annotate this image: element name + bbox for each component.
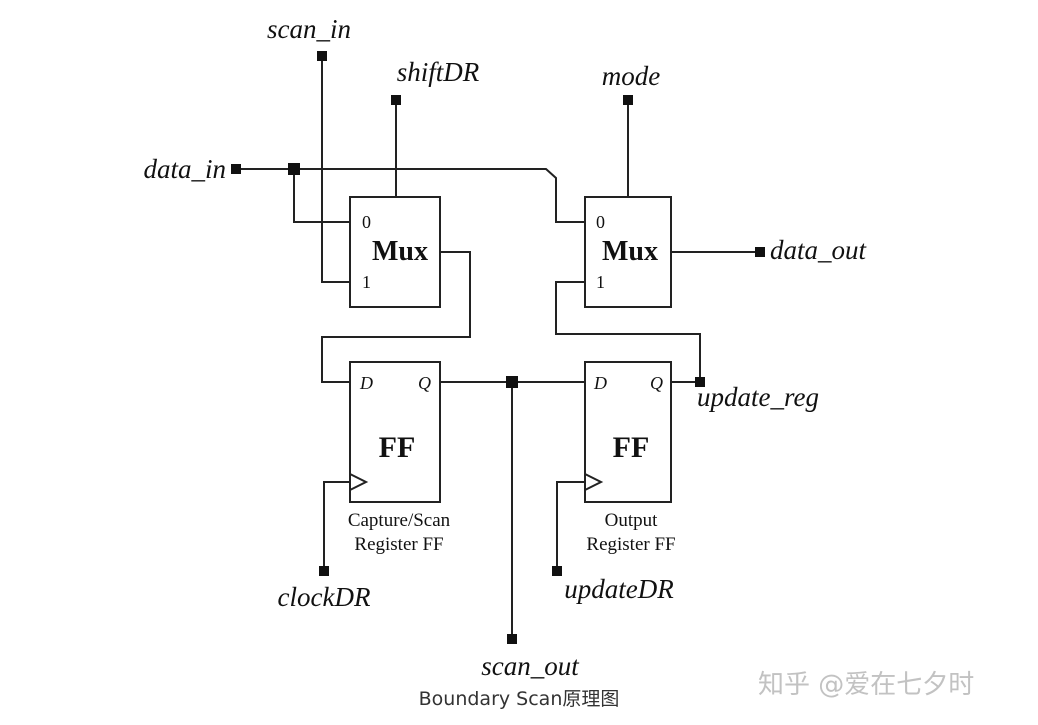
ff-output: D Q FF Output Register FF	[584, 361, 676, 555]
pin-shiftdr	[391, 95, 401, 105]
ff-capture: D Q FF Capture/Scan Register FF	[348, 361, 451, 555]
mux-left-input-0-label: 0	[362, 212, 371, 232]
pin-scan-in	[317, 51, 327, 61]
mux-right-input-0-label: 0	[596, 212, 605, 232]
wire-update-reg-feedback	[555, 281, 701, 382]
mux-left-input-1-label: 1	[362, 272, 371, 292]
label-data-in: data_in	[143, 154, 226, 184]
pin-data-in	[231, 164, 241, 174]
ff-output-label-line2: Register FF	[586, 534, 675, 555]
pin-update-reg	[695, 377, 705, 387]
ff-output-d-label: D	[593, 373, 607, 393]
label-mode: mode	[602, 61, 660, 91]
label-update-reg: update_reg	[697, 382, 819, 412]
mux-right-box	[584, 196, 672, 308]
watermark: 知乎 @爱在七夕时	[758, 670, 975, 700]
ff-capture-label-line2: Register FF	[354, 534, 443, 555]
pin-updatedr	[552, 566, 562, 576]
ff-output-title: FF	[613, 431, 650, 464]
wire-scan-in	[321, 56, 350, 283]
label-data-out: data_out	[770, 235, 868, 265]
mux-right-input-1-label: 1	[596, 272, 605, 292]
ff-capture-clock-icon	[349, 473, 369, 491]
wire-clockdr	[323, 481, 350, 570]
ff-output-q-label: Q	[650, 373, 663, 393]
label-clockdr: clockDR	[278, 582, 371, 612]
pin-scan-out	[507, 634, 517, 644]
label-updatedr: updateDR	[564, 574, 674, 604]
ff-output-box	[584, 361, 672, 503]
ff-capture-d-label: D	[359, 373, 373, 393]
pin-mode	[623, 95, 633, 105]
pin-clockdr	[319, 566, 329, 576]
wire-updatedr	[556, 481, 585, 570]
mux-right-title: Mux	[602, 236, 658, 267]
mux-left: 0 1 Mux	[349, 196, 441, 308]
wire-mux-left-to-ff-d	[321, 251, 471, 383]
label-shiftdr: shiftDR	[397, 57, 480, 87]
wire-data-in-branch	[293, 169, 350, 223]
mux-left-title: Mux	[372, 236, 428, 267]
ff-output-label-line1: Output	[605, 510, 659, 531]
pin-data-out	[755, 247, 765, 257]
ff-capture-box	[349, 361, 441, 503]
label-scan-out: scan_out	[481, 651, 580, 681]
ff-output-clock-icon	[584, 473, 604, 491]
junction-data-in	[288, 163, 300, 175]
mux-left-box	[349, 196, 441, 308]
terminal-pins	[231, 51, 765, 644]
junctions	[288, 163, 518, 388]
ff-capture-q-label: Q	[418, 373, 431, 393]
ff-capture-title: FF	[379, 431, 416, 464]
figure-caption: Boundary Scan原理图	[418, 688, 620, 710]
signal-labels: scan_in shiftDR mode data_in data_out up…	[143, 14, 867, 681]
wire-data-in	[236, 168, 585, 223]
junction-scan-out	[506, 376, 518, 388]
label-scan-in: scan_in	[267, 14, 351, 44]
ff-capture-label-line1: Capture/Scan	[348, 510, 451, 531]
wires	[236, 56, 760, 638]
mux-right: 0 1 Mux	[584, 196, 672, 308]
